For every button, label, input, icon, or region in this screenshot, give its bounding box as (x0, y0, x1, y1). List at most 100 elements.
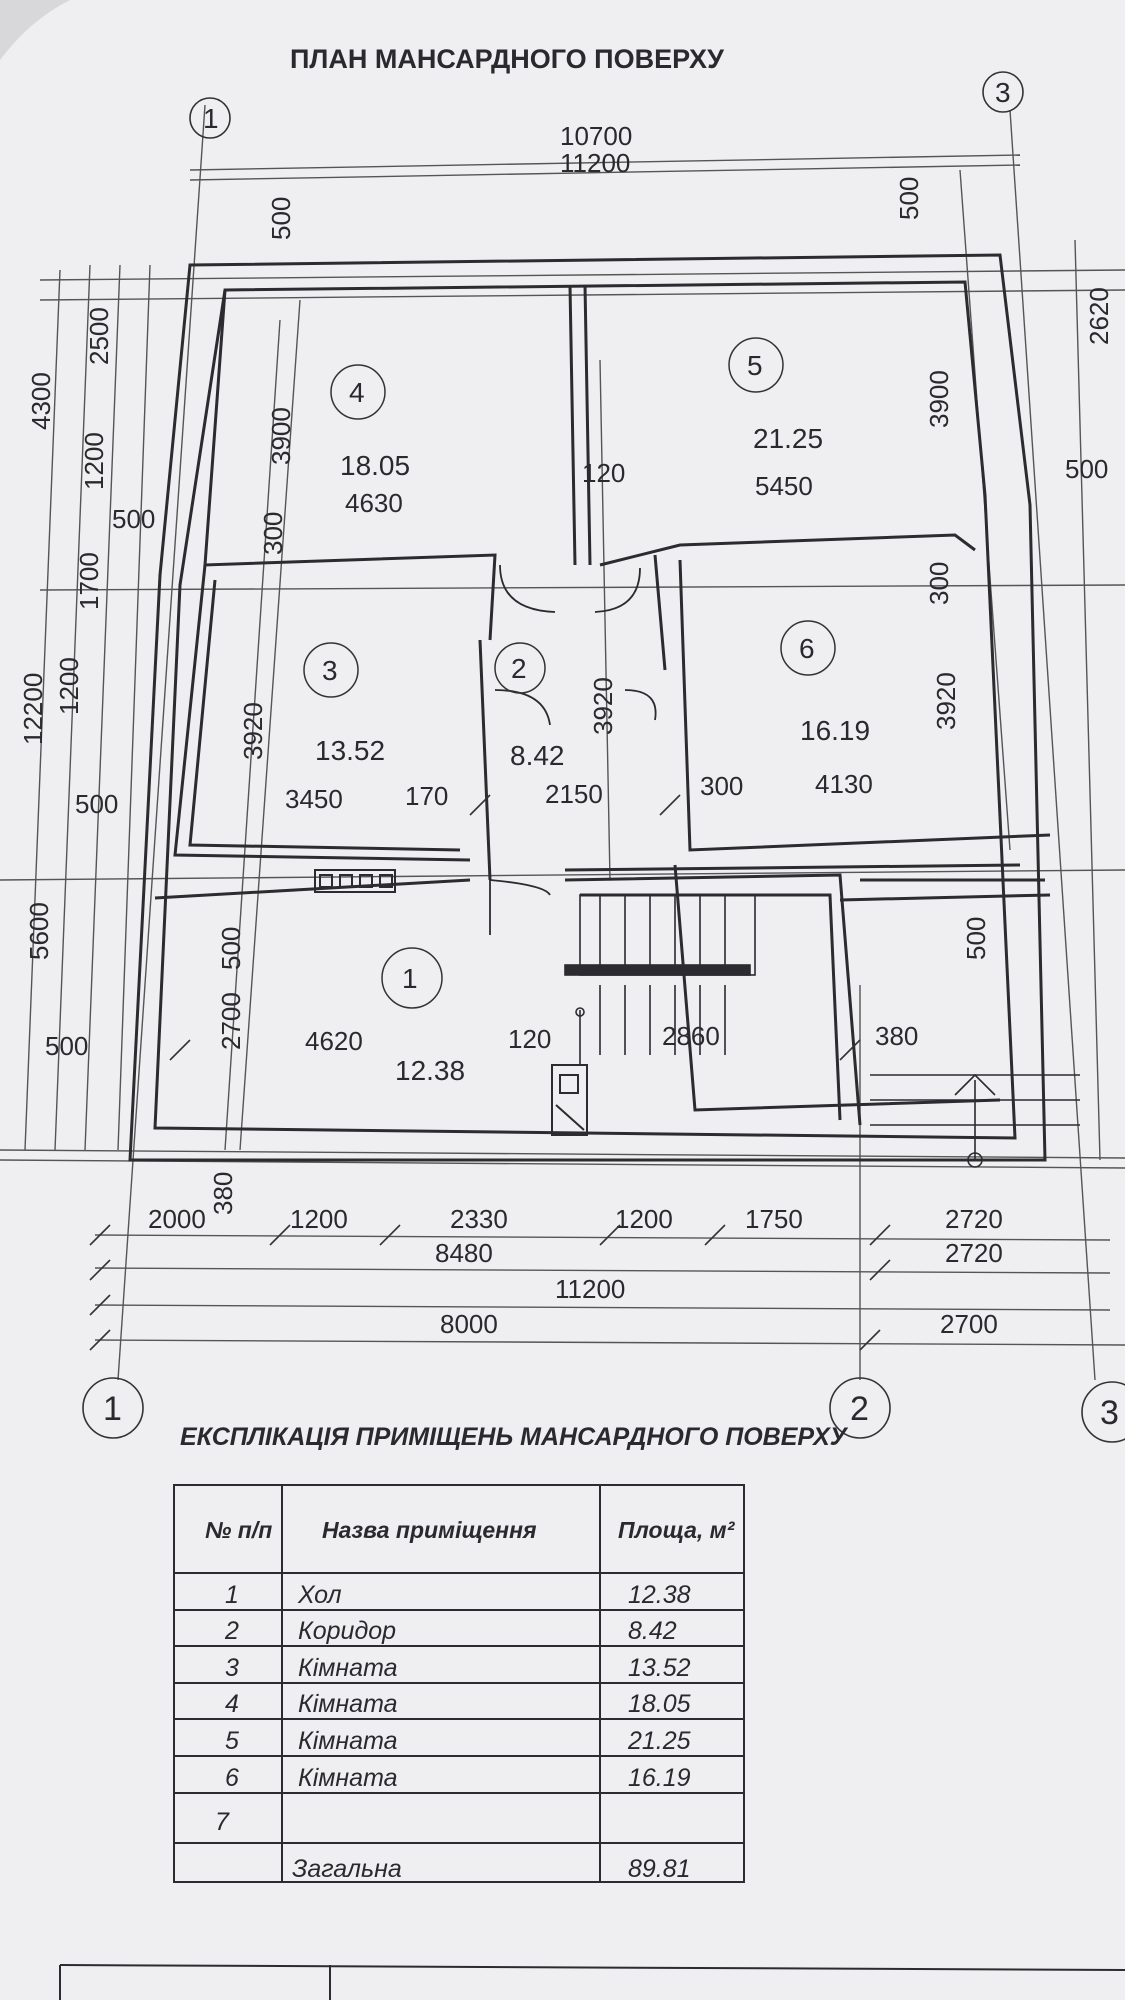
room-area-6: 16.19 (800, 715, 870, 746)
dim-r1-4620: 4620 (305, 1026, 363, 1056)
dim-r1-380: 380 (875, 1021, 918, 1051)
table-row-3-no: 3 (225, 1654, 239, 1682)
dim-b-1200-a: 1200 (290, 1204, 348, 1234)
axis-label-3-top: 3 (995, 77, 1011, 108)
axis-marker-1-bottom (82, 1377, 144, 1439)
table-header-area: Площа, м² (618, 1517, 736, 1543)
room-area-5: 21.25 (753, 423, 823, 454)
dim-r6-3920: 3920 (931, 672, 961, 730)
table-row-5-name: Кімната (298, 1727, 398, 1755)
dim-b-8480: 8480 (435, 1238, 493, 1268)
chimney (314, 869, 588, 1136)
entrance-steps (870, 1073, 1080, 1168)
dim-top-11200: 11200 (560, 148, 630, 178)
room-number-1: 1 (402, 963, 418, 994)
dim-r3-3920: 3920 (238, 702, 268, 760)
dim-r2-3920: 3920 (588, 677, 618, 735)
table-row-7-no: 7 (215, 1808, 230, 1836)
table-row-6-name: Кімната (298, 1764, 398, 1792)
room-area-1: 12.38 (395, 1055, 465, 1086)
room-marker-6 (780, 620, 836, 676)
dim-b-11200: 11200 (555, 1274, 625, 1304)
dim-mid-500: 500 (961, 917, 991, 960)
table-row-2-area: 8.42 (628, 1617, 677, 1645)
dim-r6-300: 300 (700, 771, 743, 801)
table-row-1-name: Хол (297, 1581, 342, 1609)
table-row-1-no: 1 (225, 1581, 239, 1609)
axis-marker-3-bottom (1081, 1381, 1125, 1443)
dim-r5-3900: 3900 (924, 370, 954, 428)
dim-left-5600: 5600 (24, 902, 54, 960)
table-total-label: Загальна (292, 1855, 402, 1883)
table-row-3-name: Кімната (298, 1654, 398, 1682)
dim-left-1700: 1700 (74, 552, 104, 610)
dim-r1-120: 120 (508, 1024, 551, 1054)
walls (128, 253, 1051, 1162)
table-row-6-area: 16.19 (628, 1764, 691, 1792)
room-marker-5 (728, 337, 784, 393)
dim-b-2330: 2330 (450, 1204, 508, 1234)
room-number-3: 3 (322, 655, 338, 686)
dim-r3-3450: 3450 (285, 784, 343, 814)
room-marker-4 (330, 364, 386, 420)
dim-b-2000: 2000 (148, 1204, 206, 1234)
axis-label-2-bottom: 2 (850, 1390, 869, 1428)
dim-b-2720-a: 2720 (945, 1204, 1003, 1234)
dim-left-12200: 12200 (18, 673, 48, 745)
room-area-3: 13.52 (315, 735, 385, 766)
doors (489, 564, 657, 935)
table-row-1-area: 12.38 (628, 1581, 691, 1609)
dim-top-10700: 10700 (560, 121, 632, 151)
axis-label-1-bottom: 1 (103, 1390, 122, 1428)
table-row-5-no: 5 (225, 1727, 239, 1755)
room-number-5: 5 (747, 350, 763, 381)
table-row-3-area: 13.52 (628, 1654, 691, 1682)
dim-b-380: 380 (208, 1172, 238, 1215)
axis-marker-1-top (189, 97, 231, 139)
table-header-name: Назва приміщення (322, 1517, 537, 1543)
staircase (564, 894, 756, 1065)
dim-b-1750: 1750 (745, 1204, 803, 1234)
table-row-4-area: 18.05 (628, 1690, 691, 1718)
table-row-4-no: 4 (225, 1690, 239, 1718)
dim-left-1200-a: 1200 (79, 432, 109, 490)
dim-right-2620: 2620 (1084, 287, 1114, 345)
dim-b-2700: 2700 (940, 1309, 998, 1339)
table-row-6-no: 6 (225, 1764, 239, 1792)
dim-right-500: 500 (1065, 454, 1108, 484)
table-row-2-name: Коридор (298, 1617, 396, 1645)
dim-b-1200-b: 1200 (615, 1204, 673, 1234)
room-number-6: 6 (799, 633, 815, 664)
table-title: ЕКСПЛІКАЦІЯ ПРИМІЩЕНЬ МАНСАРДНОГО ПОВЕРХ… (180, 1423, 849, 1451)
table-row-4-name: Кімната (298, 1690, 398, 1718)
dim-left-500-b: 500 (75, 789, 118, 819)
room-number-4: 4 (349, 377, 365, 408)
table-row-2-no: 2 (224, 1617, 239, 1645)
plan-title: ПЛАН МАНСАРДНОГО ПОВЕРХУ (290, 44, 725, 74)
dim-r3-170: 170 (405, 781, 448, 811)
dim-left-2500: 2500 (84, 307, 114, 365)
room-marker-1 (381, 947, 443, 1009)
dim-r6-4130: 4130 (815, 769, 873, 799)
table-row-5-area: 21.25 (627, 1727, 691, 1755)
room-area-4: 18.05 (340, 450, 410, 481)
dim-r4-3900: 3900 (266, 407, 296, 465)
room-number-2: 2 (511, 653, 527, 684)
axis-marker-2-bottom (829, 1377, 891, 1439)
dim-r1-2700: 2700 (216, 992, 246, 1050)
dim-r4-4630: 4630 (345, 488, 403, 518)
table-total-area: 89.81 (628, 1855, 691, 1883)
dim-wall-120: 120 (582, 458, 625, 488)
room-marker-2 (494, 642, 546, 694)
dim-r4-300: 300 (258, 512, 288, 555)
dim-r2-2150: 2150 (545, 779, 603, 809)
axis-label-3-bottom: 3 (1100, 1394, 1119, 1432)
dim-b-2720-b: 2720 (945, 1238, 1003, 1268)
dim-r6-300-side: 300 (924, 562, 954, 605)
axis-label-1-top: 1 (203, 103, 219, 134)
dim-left-1200-b: 1200 (54, 657, 84, 715)
dim-top-500-left: 500 (266, 197, 296, 240)
axis-marker-3-top (982, 71, 1024, 113)
table-header-no: № п/п (205, 1517, 272, 1543)
